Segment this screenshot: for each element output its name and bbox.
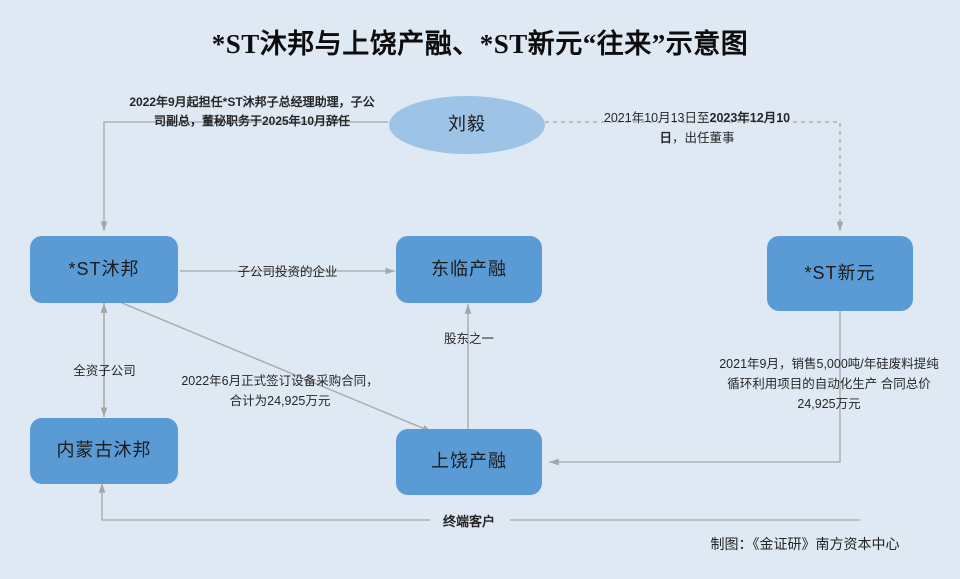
annotation-liuyi-to-xinyuan-p3: ，出任董事 [672,131,735,145]
edge-shangrao-to-neimenggu [98,483,430,521]
annotation-mubang-to-donglin: 子公司投资的企业 [205,263,370,282]
page-title: *ST沐邦与上饶产融、*ST新元“往来”示意图 [211,29,749,59]
node-liu-yi[interactable]: 刘毅 [389,96,545,154]
annotation-liuyi-to-xinyuan: 2021年10月13日至2023年12月10日，出任董事 [592,108,802,148]
credit-line: 制图：《金证研》南方资本中心 [710,536,900,552]
annotation-mubang-to-donglin-text: 子公司投资的企业 [237,265,338,279]
annotation-mubang-to-shangrao-text: 2022年6月正式签订设备采购合同，合计为24,925万元 [181,374,379,408]
annotation-shangrao-to-donglin: 股东之一 [408,330,530,349]
node-st-mubang-label: *ST沐邦 [68,258,140,279]
annotation-xinyuan-to-shangrao: 2021年9月，销售5,000吨/年硅废料提纯循环利用项目的自动化生产 合同总价… [715,354,943,414]
node-st-mubang[interactable]: *ST沐邦 [30,236,178,303]
node-donglin-label: 东临产融 [431,258,507,279]
node-shangrao-label: 上饶产融 [431,451,507,472]
node-donglin[interactable]: 东临产融 [396,236,542,303]
annotation-xinyuan-to-shangrao-text: 2021年9月，销售5,000吨/年硅废料提纯循环利用项目的自动化生产 合同总价… [719,357,939,411]
node-st-xinyuan[interactable]: *ST新元 [767,236,913,311]
annotation-liuyi-to-mubang: 2022年9月起担任*ST沐邦子总经理助理，子公司副总，董秘职务于2025年10… [127,93,377,130]
node-neimenggu-mubang[interactable]: 内蒙古沐邦 [30,418,178,484]
annotation-bottom-end-customer-text: 终端客户 [442,514,495,529]
node-liu-yi-label: 刘毅 [448,114,486,135]
annotation-mubang-to-shangrao: 2022年6月正式签订设备采购合同，合计为24,925万元 [180,371,380,411]
annotation-liuyi-to-xinyuan-p1: 2021年10月13日至 [603,111,710,125]
node-st-xinyuan-label: *ST新元 [804,262,876,283]
annotation-liuyi-to-xinyuan-p2: 2023年12月10日 [659,111,791,145]
node-neimenggu-mubang-label: 内蒙古沐邦 [56,440,152,461]
annotation-bottom-end-customer: 终端客户 [409,512,529,532]
annotation-shangrao-to-donglin-text: 股东之一 [443,332,494,346]
annotation-mubang-to-neimenggu-text: 全资子公司 [73,364,136,378]
annotation-mubang-to-neimenggu: 全资子公司 [42,362,167,381]
edge-liuyi-to-mubang [100,121,388,231]
annotation-liuyi-to-mubang-text: 2022年9月起担任*ST沐邦子总经理助理，子公司副总，董秘职务于2025年10… [129,95,375,128]
node-shangrao[interactable]: 上饶产融 [396,429,542,495]
